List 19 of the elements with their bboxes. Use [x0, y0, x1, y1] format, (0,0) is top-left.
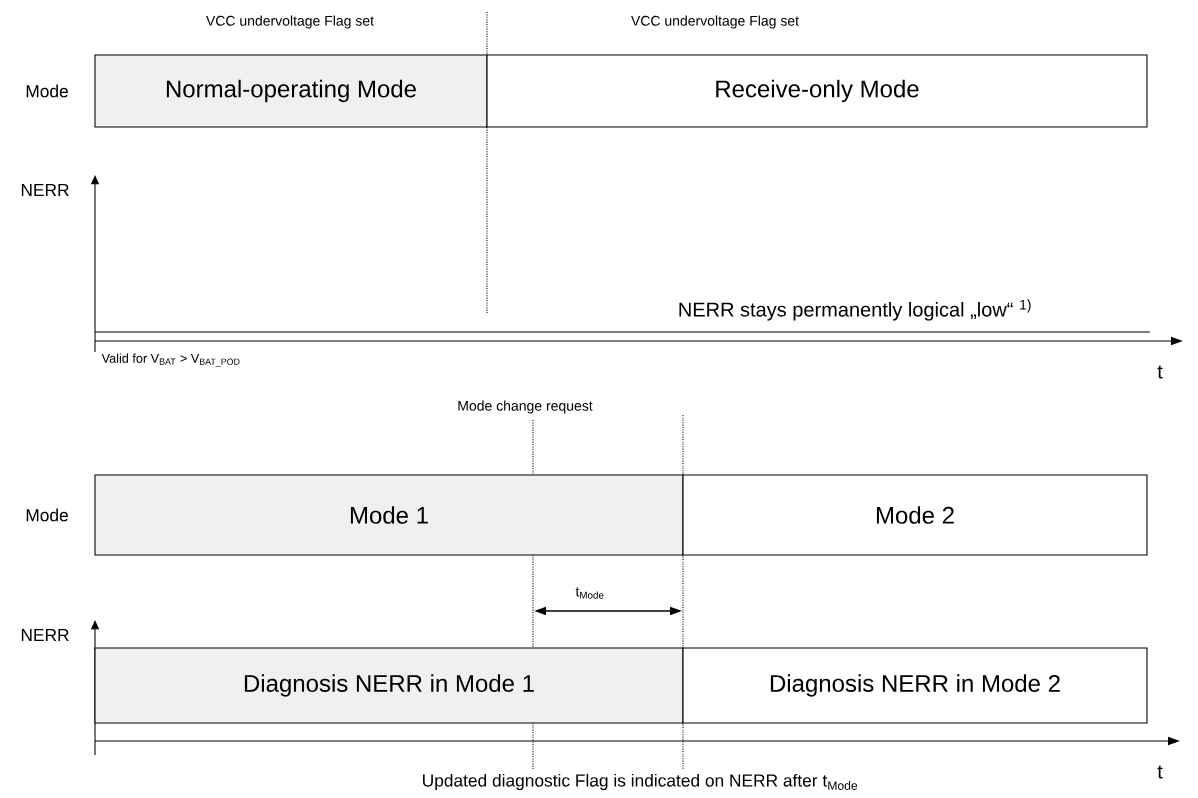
row-label: Mode — [26, 84, 68, 98]
event-label: Mode change request — [458, 400, 593, 414]
caption-text: Updated diagnostic Flag is indicated on NERR after t$_{Mode}$ — [423, 773, 858, 791]
state-box: Diagnosis NERR in Mode 2 — [682, 647, 1148, 724]
event-label: VCC undervoltage Flag set — [631, 15, 799, 29]
signal-note: NERR stays permanently logical „low“ $^{1)}$ — [679, 299, 1031, 321]
row-label: Mode — [26, 508, 68, 522]
axis-label: NERR — [21, 629, 69, 641]
state-box: Receive-only Mode — [486, 54, 1148, 128]
state-box: Mode 2 — [682, 474, 1148, 556]
event-label: VCC undervoltage Flag set — [206, 15, 374, 29]
state-box: Diagnosis NERR in Mode 1 — [94, 647, 684, 724]
state-box: Normal-operating Mode — [94, 54, 488, 128]
axis-label: t — [1157, 365, 1163, 379]
axis-label: NERR — [21, 184, 69, 196]
state-box: Mode 1 — [94, 474, 684, 556]
axis-label: t — [1157, 765, 1163, 779]
dimension-label: t$_{Mode}$ — [575, 587, 604, 599]
footnote: Valid for V$_{BAT}$ > V$_{BAT_POD}$ — [101, 353, 240, 367]
